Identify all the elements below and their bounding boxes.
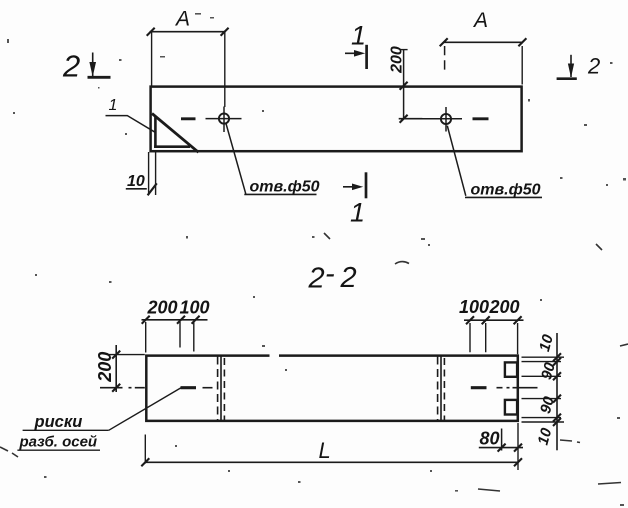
svg-text:100: 100 xyxy=(459,297,489,317)
svg-text:А: А xyxy=(472,9,488,32)
svg-text:200: 200 xyxy=(95,352,115,383)
svg-text:200: 200 xyxy=(147,298,178,318)
svg-text:200: 200 xyxy=(489,297,520,317)
svg-text:разб. осей: разб. осей xyxy=(19,434,98,451)
svg-text:отв.ф50: отв.ф50 xyxy=(471,182,541,199)
svg-text:-: - xyxy=(325,258,335,290)
svg-text:100: 100 xyxy=(180,298,210,318)
svg-text:10: 10 xyxy=(536,332,557,353)
svg-text:2: 2 xyxy=(62,49,80,84)
svg-text:10: 10 xyxy=(127,173,145,190)
svg-text:риски: риски xyxy=(34,413,83,431)
svg-text:1: 1 xyxy=(351,21,366,51)
svg-text:80: 80 xyxy=(480,429,500,449)
svg-text:1: 1 xyxy=(350,198,365,228)
svg-text:2: 2 xyxy=(587,54,600,79)
svg-text:90: 90 xyxy=(537,394,558,415)
svg-text:1: 1 xyxy=(109,97,118,114)
svg-text:2: 2 xyxy=(308,263,325,295)
svg-text:отв.ф50: отв.ф50 xyxy=(250,179,320,196)
svg-text:90: 90 xyxy=(538,360,559,381)
svg-text:10: 10 xyxy=(535,426,556,447)
svg-text:2: 2 xyxy=(340,262,357,294)
svg-text:200: 200 xyxy=(388,46,405,74)
svg-text:L: L xyxy=(319,438,331,463)
svg-text:А: А xyxy=(174,8,190,31)
